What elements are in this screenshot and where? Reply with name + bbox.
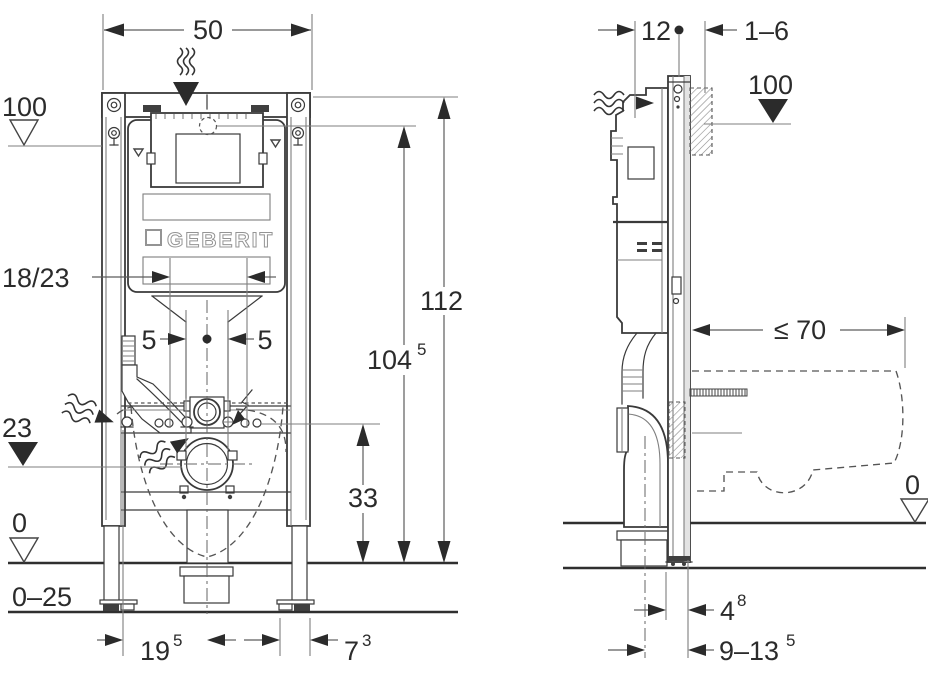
dim-label-sup: 8 [737, 591, 746, 610]
mounting-rail [665, 75, 693, 566]
dim-label: 5 [141, 325, 156, 355]
front-floor-lines [8, 561, 458, 614]
front-view: GEBERIT [2, 14, 467, 666]
water-flow-arrow-inside [139, 438, 189, 474]
serration-ticks [155, 114, 247, 119]
water-level-mark-icon [132, 148, 145, 158]
dim-label-sup: 5 [417, 340, 426, 359]
level-label: 0 [905, 470, 920, 500]
dim-label: 9–13 [719, 636, 779, 666]
dim-label: 104 [367, 345, 412, 375]
side-floor-lines [563, 521, 926, 570]
center-dot [674, 25, 684, 35]
level-0-side: 0 [899, 470, 928, 524]
dim-label: 4 [720, 596, 735, 626]
center-dot [202, 334, 212, 344]
dim-top-side: 12 1–6 [598, 16, 789, 118]
fill-valve [121, 335, 192, 434]
dim-label: 18/23 [2, 263, 70, 293]
cistern-side [610, 87, 669, 405]
frame-legs [99, 525, 315, 611]
level-marker-open-icon [8, 119, 40, 147]
geberit-logo: GEBERIT [145, 229, 274, 253]
bowl-outline-front [116, 406, 287, 558]
water-flow-arrow-side [593, 90, 654, 116]
wall-lining-block [689, 87, 713, 156]
level-label: 23 [2, 413, 32, 443]
logo-text: GEBERIT [167, 229, 274, 252]
dim-heights: 112 104 5 33 [217, 96, 467, 563]
dim-duct-5-5: 5 5 [141, 310, 273, 450]
level-23: 23 [2, 413, 182, 468]
level-marker-filled-icon [8, 442, 38, 466]
water-flow-arrow-top [173, 47, 199, 106]
outlet-connection-zone [668, 401, 686, 459]
protection-plug-side [620, 539, 668, 567]
level-label: 0 [12, 508, 27, 538]
dim-label: 1–6 [744, 16, 789, 46]
level-100-front: 100 [2, 92, 102, 147]
dim-bowl-depth: ≤ 70 [692, 315, 906, 368]
wall-anchor-icon [107, 126, 305, 146]
level-marker-filled-icon [758, 99, 788, 123]
level-marker-open-icon [899, 498, 928, 524]
dim-label-sup: 5 [173, 631, 182, 650]
side-view: 12 1–6 100 ≤ 70 0 [563, 16, 928, 666]
dim-label: 12 [641, 16, 671, 46]
dim-width-50: 50 [102, 14, 313, 90]
dim-label: ≤ 70 [774, 315, 826, 345]
dim-bottom-side: 4 8 9–13 5 [608, 560, 795, 666]
dim-flush-offset: 18/23 [2, 258, 276, 428]
dim-label-sup: 3 [362, 631, 371, 650]
flush-actuation-point [198, 116, 218, 136]
dim-label: 112 [420, 286, 463, 316]
level-marker-open-icon [8, 537, 40, 564]
flush-bend-and-drain [120, 300, 291, 614]
range-label: 0–25 [12, 582, 72, 612]
water-flow-arrow-left [61, 393, 114, 424]
level-label: 100 [748, 70, 793, 100]
dim-label: 19 [140, 636, 170, 666]
power-supply-arrow [232, 389, 253, 425]
level-label: 100 [2, 92, 47, 122]
corner-screw-icon [106, 97, 306, 113]
dim-label: 50 [193, 15, 223, 45]
level-0-front: 0 0–25 [8, 508, 72, 612]
water-level-mark-icon [269, 139, 282, 149]
level-100-side: 100 [704, 70, 793, 125]
dim-label: 5 [257, 325, 272, 355]
cistern: GEBERIT [127, 112, 286, 323]
dim-label: 33 [348, 483, 378, 513]
dim-bottom-front: 19 5 7 3 [97, 430, 371, 666]
bowl-outline-side [692, 370, 904, 494]
dim-label: 7 [344, 636, 359, 666]
drain-elbow [616, 405, 672, 658]
threaded-stud [689, 388, 748, 397]
front-frame [99, 92, 315, 611]
dim-label-sup: 5 [786, 631, 795, 650]
